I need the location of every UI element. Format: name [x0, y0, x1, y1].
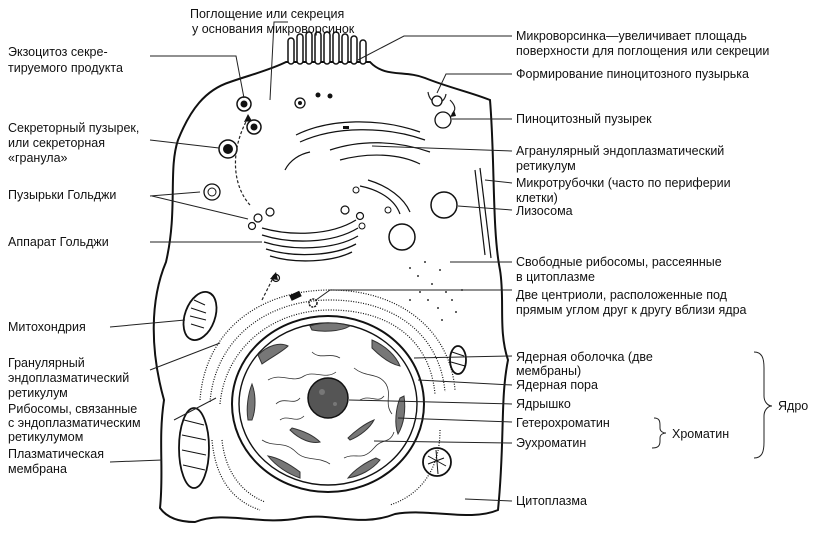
label-pinocytotic-formation: Формирование пиноцитозного пузырька [516, 67, 749, 81]
label-nucleus: Ядро [778, 399, 808, 413]
svg-text:ретикулум: ретикулум [8, 386, 68, 400]
svg-text:Ядро: Ядро [778, 399, 808, 413]
nucleus-bracket [753, 351, 773, 459]
label-chromatin: Хроматин [672, 427, 729, 441]
svg-text:Хроматин: Хроматин [672, 427, 729, 441]
nucleus [231, 315, 425, 493]
svg-text:Пузырьки Гольджи: Пузырьки Гольджи [8, 188, 116, 202]
label-golgi-apparatus: Аппарат Гольджи [8, 235, 109, 249]
nucleolus [307, 377, 349, 419]
svg-text:мембраны): мембраны) [516, 364, 581, 378]
svg-text:Ядрышко: Ядрышко [516, 397, 571, 411]
label-mitochondrion: Митохондрия [8, 320, 86, 334]
svg-text:Эухроматин: Эухроматин [516, 436, 586, 450]
svg-text:Цитоплазма: Цитоплазма [516, 494, 587, 508]
svg-text:с эндоплазматическим: с эндоплазматическим [8, 416, 141, 430]
granular-er [199, 289, 456, 511]
svg-text:Свободные рибосомы, рассеянные: Свободные рибосомы, рассеянные [516, 255, 722, 269]
mitochondrion-lower [178, 407, 210, 489]
svg-text:в цитоплазме: в цитоплазме [516, 270, 595, 284]
label-euchromatin: Эухроматин [516, 436, 586, 450]
svg-text:«гранула»: «гранула» [8, 151, 68, 165]
svg-text:тируемого продукта: тируемого продукта [8, 61, 123, 75]
svg-text:ретикулумом: ретикулумом [8, 430, 83, 444]
leader-lines [109, 21, 513, 502]
label-free-ribosomes: Свободные рибосомы, рассеянные в цитопла… [516, 255, 722, 284]
label-microtubules: Микротрубочки (часто по периферии клетки… [516, 176, 731, 205]
svg-text:Две центриоли, расположенные п: Две центриоли, расположенные под [516, 288, 728, 302]
label-plasma-membrane: Плазматическая мембрана [8, 447, 104, 476]
svg-text:ретикулум: ретикулум [516, 159, 576, 173]
svg-text:клетки): клетки) [516, 191, 558, 205]
mitochondrion-upper [182, 291, 218, 341]
label-golgi-vesicles: Пузырьки Гольджи [8, 188, 116, 202]
svg-text:Гранулярный: Гранулярный [8, 356, 85, 370]
svg-text:Поглощение или секреция: Поглощение или секреция [190, 7, 344, 21]
secretion-arrow [234, 117, 251, 206]
label-nuclear-pore: Ядерная пора [516, 378, 598, 392]
agranular-er [284, 121, 431, 215]
microvilli-base-vesicles [294, 92, 333, 109]
svg-text:Лизосома: Лизосома [516, 204, 573, 218]
svg-text:Митохондрия: Митохондрия [8, 320, 86, 334]
svg-text:Микроворсинка—увеличивает площ: Микроворсинка—увеличивает площадь [516, 29, 747, 43]
label-granular-er: Гранулярный эндоплазматический ретикулум [8, 356, 129, 400]
microtubules [474, 167, 492, 259]
label-microvillus: Микроворсинка—увеличивает площадь поверх… [516, 29, 769, 58]
mitochondrion-top-right [449, 345, 467, 375]
label-heterochromatin: Гетерохроматин [516, 416, 610, 430]
svg-text:мембрана: мембрана [8, 462, 67, 476]
svg-text:Аппарат Гольджи: Аппарат Гольджи [8, 235, 109, 249]
golgi-apparatus [261, 219, 359, 262]
label-secretory-vesicle: Секреторный пузырек, или секреторная «гр… [8, 121, 139, 165]
svg-text:Формирование пиноцитозного пуз: Формирование пиноцитозного пузырька [516, 67, 749, 81]
svg-text:Пиноцитозный пузырек: Пиноцитозный пузырек [516, 112, 652, 126]
label-agranular-er: Агранулярный эндоплазматический ретикулу… [516, 144, 724, 173]
secretory-granules [203, 96, 262, 201]
svg-text:Ядерная пора: Ядерная пора [516, 378, 598, 392]
svg-text:поверхности для поглощения или: поверхности для поглощения или секреции [516, 44, 769, 58]
svg-text:Агранулярный эндоплазматически: Агранулярный эндоплазматический [516, 144, 724, 158]
svg-text:эндоплазматический: эндоплазматический [8, 371, 129, 385]
label-pinocytotic-vesicle: Пиноцитозный пузырек [516, 112, 652, 126]
label-nucleolus: Ядрышко [516, 397, 571, 411]
svg-text:прямым углом друг к другу вбли: прямым углом друг к другу вблизи ядра [516, 303, 747, 317]
svg-text:Рибосомы, связанные: Рибосомы, связанные [8, 402, 137, 416]
label-bound-ribosomes: Рибосомы, связанные с эндоплазматическим… [8, 402, 141, 444]
label-absorption-secretion: Поглощение или секреция у основания микр… [190, 7, 355, 36]
chromatin-bracket [651, 417, 667, 449]
svg-text:Ядерная оболочка (две: Ядерная оболочка (две [516, 350, 653, 364]
lysosome [430, 191, 458, 219]
label-centrioles: Две центриоли, расположенные под прямым … [516, 288, 747, 317]
svg-text:Микротрубочки (часто по перифе: Микротрубочки (часто по периферии [516, 176, 731, 190]
svg-text:Секреторный пузырек,: Секреторный пузырек, [8, 121, 139, 135]
svg-text:Плазматическая: Плазматическая [8, 447, 104, 461]
label-nuclear-envelope: Ядерная оболочка (две мембраны) [516, 350, 653, 378]
svg-text:Гетерохроматин: Гетерохроматин [516, 416, 610, 430]
svg-text:или секреторная: или секреторная [8, 136, 105, 150]
svg-text:Экзоцитоз секре-: Экзоцитоз секре- [8, 45, 108, 59]
label-lysosome: Лизосома [516, 204, 573, 218]
label-exocytosis: Экзоцитоз секре- тируемого продукта [8, 45, 123, 75]
svg-text:у основания микроворсинок: у основания микроворсинок [192, 22, 355, 36]
mitochondrion-right [422, 447, 452, 477]
microvilli [287, 31, 367, 65]
label-cytoplasm: Цитоплазма [516, 494, 587, 508]
